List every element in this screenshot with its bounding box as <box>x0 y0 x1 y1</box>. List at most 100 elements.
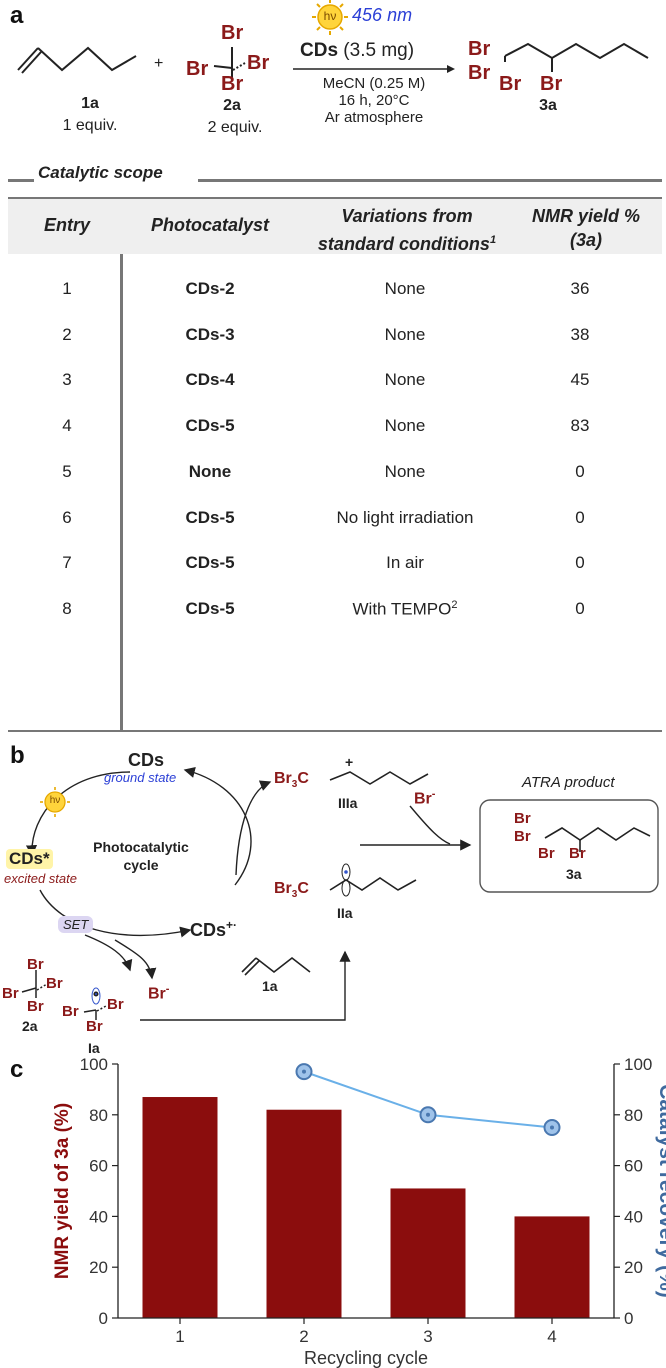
cbr4-2a <box>21 970 48 998</box>
cds-ground: CDs <box>128 750 165 770</box>
table-header-bg <box>8 198 662 254</box>
row-catalyst: CDs-4 <box>185 370 235 390</box>
cycle-label: Photocatalytic cycle <box>93 839 189 873</box>
product-br-2: Br <box>468 62 491 84</box>
arrow-to-Ia <box>84 934 133 972</box>
row-entry: 2 <box>62 324 72 344</box>
wavelength: 456 nm <box>352 5 413 25</box>
header-photocatalyst: Photocatalyst <box>150 215 270 235</box>
row-catalyst: CDs-5 <box>185 416 235 436</box>
row-variation: With TEMPO2 <box>352 598 458 619</box>
sun-icon-b <box>40 787 70 817</box>
y-axis-label: NMR yield of 3a (%) <box>52 1103 73 1279</box>
2a-br-3: Br <box>46 975 63 992</box>
y-tick-label: 100 <box>80 1055 108 1074</box>
product-br-1: Br <box>468 38 491 60</box>
row-yield: 36 <box>570 279 590 298</box>
product-br-4: Br <box>540 73 563 95</box>
2a-br-4: Br <box>27 998 44 1015</box>
Ia-br-1: Br <box>62 1003 79 1020</box>
row-yield: 0 <box>575 553 585 573</box>
product-structure <box>504 42 649 72</box>
set-label: SET <box>58 916 94 933</box>
cbr4-br-left: Br <box>186 58 209 80</box>
row-catalyst: CDs-3 <box>185 324 235 344</box>
recovery-point-center <box>550 1125 554 1130</box>
alkene-1a-id: 1a <box>262 978 278 994</box>
cds-star: CDs* <box>6 849 53 869</box>
row-entry: 1 <box>62 279 72 298</box>
arrow-Ia-to-IIa <box>140 950 351 1021</box>
panel-c-letter: c <box>10 1056 24 1083</box>
row-yield: 0 <box>575 507 585 527</box>
row-variation: In air <box>386 553 424 573</box>
mechanism-graphics <box>21 766 659 1021</box>
row-entry: 3 <box>62 370 72 390</box>
table-bottom-border <box>8 730 662 732</box>
radical-Ia <box>83 987 107 1020</box>
y2-tick-label: 20 <box>624 1258 643 1277</box>
hv-label-b: hν <box>49 795 61 806</box>
IIIa-group: Br3C <box>274 770 309 791</box>
atra-br-4: Br <box>569 845 586 862</box>
IIa-id: IIa <box>337 905 353 921</box>
y2-tick-label: 60 <box>624 1157 643 1176</box>
header-entry: Entry <box>43 215 90 235</box>
IIIa-chain <box>329 771 429 785</box>
y2-tick-label: 100 <box>624 1055 652 1074</box>
arrow-br-curve <box>409 805 451 845</box>
cycle-arc-set <box>39 889 192 938</box>
row-catalyst: CDs-5 <box>185 507 235 527</box>
atra-br-2: Br <box>514 828 531 845</box>
br-minus-2: Br- <box>414 788 436 808</box>
atra-id: 3a <box>566 866 582 882</box>
br-minus: Br- <box>148 983 170 1003</box>
row-variation: None <box>384 461 426 481</box>
row-variation: No light irradiation <box>336 507 474 527</box>
x-tick-label: 4 <box>547 1327 556 1346</box>
scope-rule-left <box>8 179 34 182</box>
row-yield: 38 <box>570 324 590 344</box>
cbr4-br-right: Br <box>247 52 270 74</box>
atra-product-box <box>479 799 659 893</box>
sun-icon-label: hν <box>323 9 337 23</box>
arrow-to-IIIa <box>235 780 272 876</box>
x-tick-label: 1 <box>175 1327 184 1346</box>
cbr4-br-bottom: Br <box>221 73 244 95</box>
row-variation: None <box>384 324 426 344</box>
product-br-3: Br <box>499 73 522 95</box>
IIIa-charge: + <box>345 754 354 770</box>
row-yield: 45 <box>570 370 590 390</box>
ground-state-label: ground state <box>104 770 177 785</box>
recovery-point-center <box>426 1112 430 1117</box>
scope-title: Catalytic scope <box>38 163 163 182</box>
row-catalyst: CDs-5 <box>185 598 235 618</box>
reactant-1a-id: 1a <box>81 95 99 112</box>
atra-br-3: Br <box>538 845 555 862</box>
row-yield: 0 <box>575 461 585 481</box>
y-tick-label: 20 <box>89 1258 108 1277</box>
y2-tick-label: 80 <box>624 1106 643 1125</box>
y-tick-label: 0 <box>99 1309 108 1328</box>
reactant-1a-equiv: 1 equiv. <box>62 117 118 134</box>
arrow-to-br <box>114 939 157 980</box>
reactant-2a-equiv: 2 equiv. <box>207 119 263 136</box>
2a-id-b: 2a <box>22 1018 38 1034</box>
cds-radical-cation: CDs+· <box>190 918 238 940</box>
row-catalyst: CDs-2 <box>185 279 235 298</box>
row-entry: 8 <box>62 598 72 618</box>
bar-3 <box>390 1188 466 1318</box>
row-catalyst: None <box>188 461 232 481</box>
y-tick-label: 60 <box>89 1157 108 1176</box>
2a-br-2: Br <box>2 985 19 1002</box>
y2-tick-label: 0 <box>624 1309 633 1328</box>
y2-axis-label: Catalyst recovery (%) <box>655 1084 666 1298</box>
product-3a-id: 3a <box>539 97 557 114</box>
panel-a-letter: a <box>10 2 24 29</box>
x-tick-label: 3 <box>423 1327 432 1346</box>
reactant-2a-id: 2a <box>223 97 241 114</box>
y-tick-label: 80 <box>89 1106 108 1125</box>
row-yield: 83 <box>570 416 590 436</box>
2a-br-1: Br <box>27 956 44 973</box>
table-top-border <box>8 197 662 199</box>
